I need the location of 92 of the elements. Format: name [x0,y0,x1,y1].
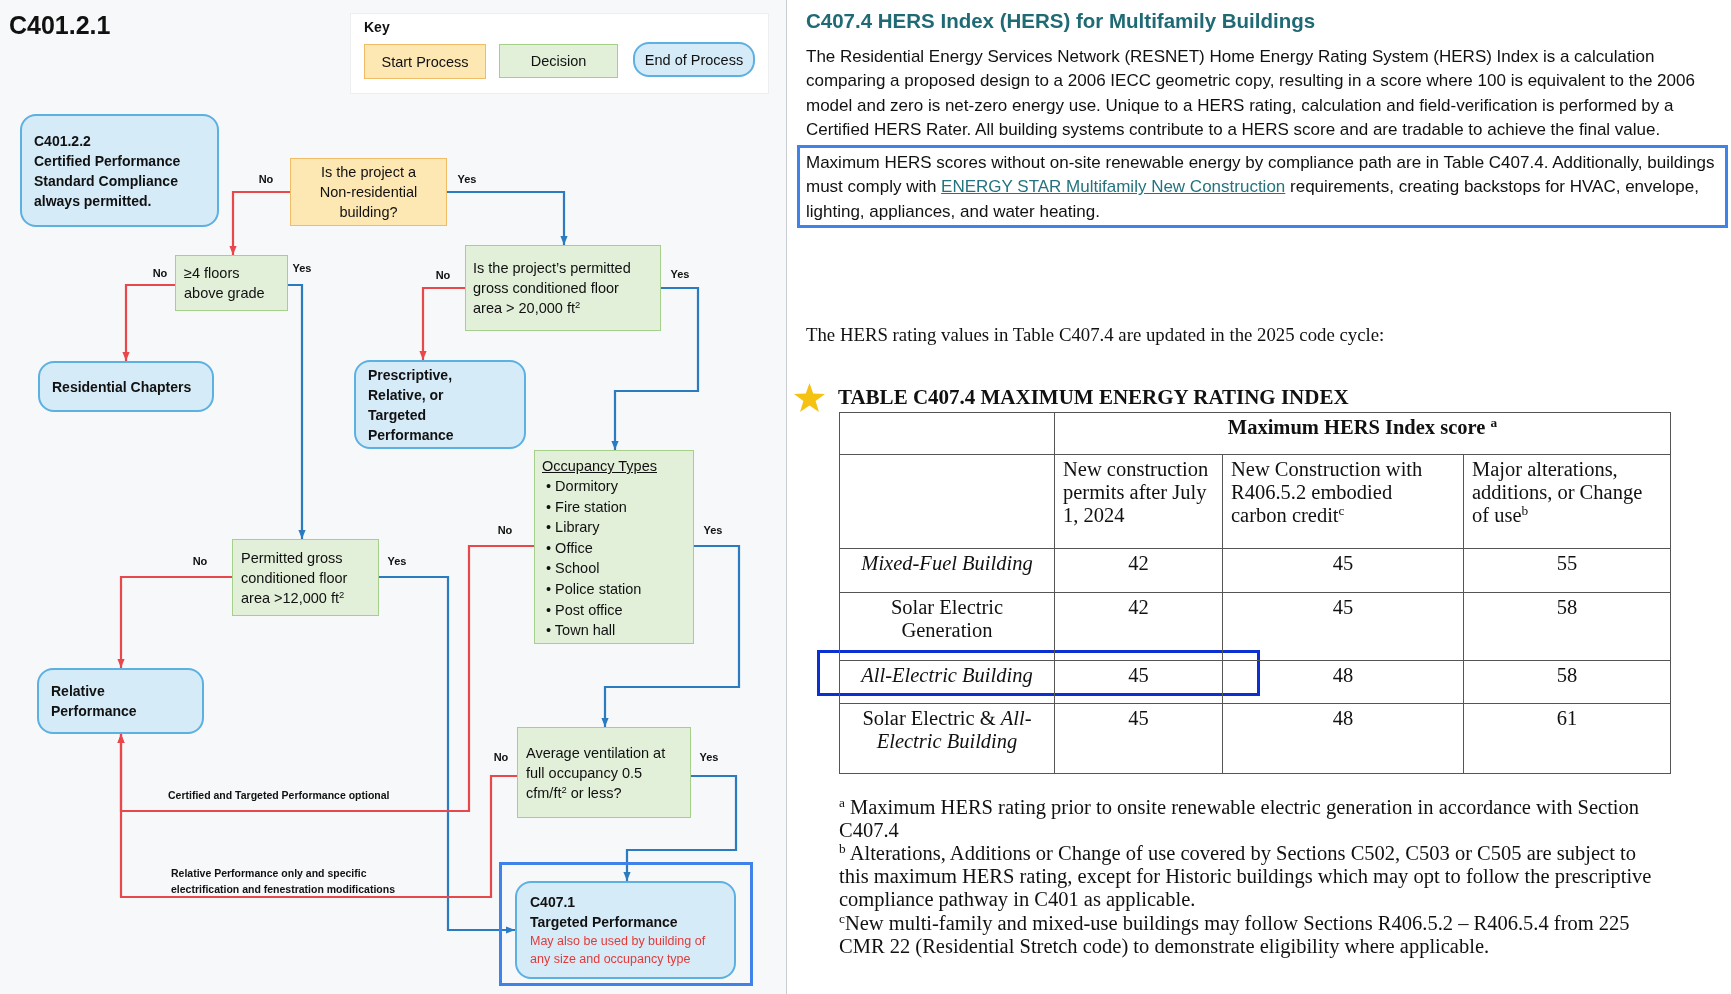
list-item: • Fire station [545,497,627,517]
legend-text: Start Process [381,53,469,70]
table-value: 45 [1054,660,1223,704]
footnote: $^{b}$ Alterations, Additions or Change of use covered by Sections C502, C503 or C505 are subject to this maximum HERS rating, except for Historic buildings which may opt to follow the prescriptive compliance pathway in C401 as applicable. [839,842,1653,912]
line-label: Relative Performance only and specific electrification and fenestration modifications [171,866,397,897]
arrow [611,286,700,450]
end-box [354,360,526,449]
row-header: Mixed-Fuel Building [839,548,1055,593]
table-value: 45 [1054,703,1223,774]
edge-label: Yes [455,173,479,185]
arrow [601,544,741,727]
box-title: Certified Performance Standard Compliance always permitted. [34,152,182,211]
arrow [623,774,738,881]
table-value: 48 [1222,660,1464,704]
edge-label: No [491,751,511,763]
column-header: New Construction with R406.5.2 embodied carbon credit$^{c}$ [1222,454,1464,549]
row-header: Solar Electric & All-Electric Building [839,703,1055,774]
arrow [229,190,290,255]
legend-text: Decision [530,53,587,69]
column-header: Maximum HERS Index score $^{a}$ [1054,412,1671,455]
arrow [419,286,465,360]
paragraph: The Residential Energy Services Network (RESNET) Home Energy Rating System (HERS) Index is a calculation comparing a proposed design to a 2006 IECC geometric copy, resulting in a score where 100 is equivalent to the 2006 model and zero is net-zero energy use. Unique to a HERS rating, calculation and field-verification is performed by a Certified HERS Rater. All building systems contribute to a HERS score and are tradable to achieve the final value. [806,46,1696,141]
legend-text: End of Process [644,51,744,68]
end-box [20,114,219,227]
footnote: $^{a}$ Maximum HERS rating prior to onsite renewable electric generation in accordance with Section C407.4 [839,796,1641,843]
decision-box [232,539,379,616]
start-box [290,158,447,226]
row-header: Solar Electric Generation [839,592,1055,661]
paragraph: Maximum HERS scores without on-site renewable energy by compliance path are in Table C407.4. Additionally, buildings must comply with ENERGY STAR Multifamily New Construction requirements, creating backstops for HVAC, envelope, lighting, appliances, and water heating. [806,152,1716,223]
section-number: C401.2.2 [34,132,91,151]
list-item: • Town hall [545,621,616,641]
edge-label: Yes [290,262,314,274]
list-item: • Post office [545,600,623,620]
list-item: • Office [545,538,593,558]
table-value: 42 [1054,548,1223,593]
edge-label: Yes [701,524,725,536]
arrow [447,190,568,245]
end-box [37,668,204,734]
section-number: C407.1 [530,893,576,912]
column-header: Major alterations, additions, or Change of use$^{b}$ [1463,454,1671,549]
edge-label: No [190,555,210,567]
table-value: 61 [1463,703,1671,774]
decision-box [534,450,694,644]
table-value: 55 [1463,548,1671,593]
box-title: Prescriptive, Relative, or Targeted Performance [368,365,455,445]
legend-title: Key [364,19,390,35]
question-text: Is the project a Non-residential building? [318,163,419,222]
column-header: New construction permits after July 1, 2024 [1054,454,1223,549]
list-item: • Police station [545,579,642,599]
arrow [379,575,515,934]
diagram-title: C401.2.1 [9,11,111,40]
list-item: • Dormitory [545,477,618,496]
arrow [288,283,306,539]
arrow [117,575,232,668]
table-value: 42 [1054,592,1223,661]
table-value: 45 [1222,548,1464,593]
edge-label: No [495,524,515,536]
decision-box [517,727,691,818]
link: ENERGY STAR Multifamily New Construction [941,177,1286,197]
box-title: Targeted Performance [530,913,678,932]
decision-text: ≥4 floors above grade [184,264,266,303]
section-heading: C407.4 HERS Index (HERS) for Multifamily Buildings [806,9,1317,33]
note-text: May also be used by building of any size and occupancy type [530,933,707,968]
decision-text: Permitted gross conditioned floor area >12,000 ft$^{2}$ [241,548,349,608]
paragraph: The HERS rating values in Table C407.4 are updated in the 2025 code cycle: [806,324,1386,346]
footnote: $^{c}$New multi-family and mixed-use buildings may follow Sections R406.5.2 – R406.5.4 from 225 CMR 22 (Residential Stretch code) to demonstrate eligibility where applicable. [839,912,1631,959]
arrow [122,283,175,361]
decision-box [175,255,288,311]
edge-label: No [433,269,453,281]
end-box [38,361,214,412]
table-value: 58 [1463,592,1671,661]
table-value: 48 [1222,703,1464,774]
list-heading: Occupancy Types [542,457,657,476]
row-header: All-Electric Building [839,660,1055,704]
line-label: Certified and Targeted Performance optional [168,788,390,803]
box-title: Relative Performance [51,682,138,721]
table-value: 45 [1222,592,1464,661]
question-text: Average ventilation at full occupancy 0.5 cfm/ft$^{2}$ or less? [526,743,667,803]
edge-label: Yes [668,268,692,280]
edge-label: No [150,267,170,279]
end-box [515,881,736,979]
question-text: Is the project’s permitted gross conditioned floor area > 20,000 ft$^{2}$ [473,259,632,318]
table-title: TABLE C407.4 MAXIMUM ENERGY RATING INDEX [838,385,1350,410]
arrow [117,734,517,899]
box-title: Residential Chapters [52,377,192,397]
list-item: • Library [545,518,600,538]
edge-label: No [256,173,276,185]
list-item: • School [545,559,600,579]
decision-box [465,245,661,331]
edge-label: Yes [697,751,721,763]
table-value: 58 [1463,660,1671,704]
edge-label: Yes [385,555,409,567]
